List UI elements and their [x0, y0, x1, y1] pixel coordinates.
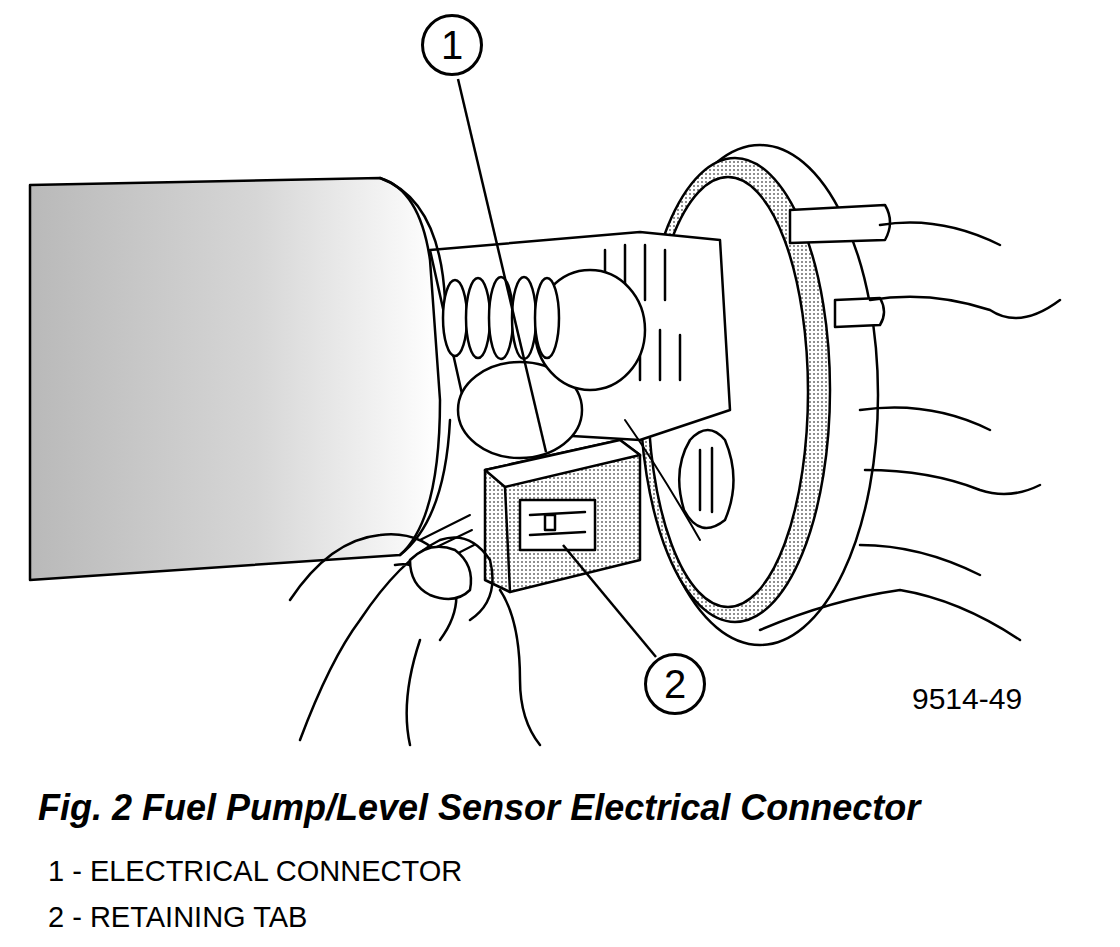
figure-caption: Fig. 2 Fuel Pump/Level Sensor Electrical… — [38, 788, 920, 828]
pump-cylinder — [30, 178, 440, 580]
hand — [760, 223, 1060, 641]
leader-line — [458, 79, 546, 452]
figure-number: 9514-49 — [912, 682, 1022, 715]
legend-entry: 1 - ELECTRICAL CONNECTOR — [48, 856, 462, 888]
legend-entry: 2 - RETAINING TAB — [48, 902, 307, 934]
leader-lines — [458, 79, 656, 657]
spring — [443, 277, 559, 359]
callout-circle: 2 — [644, 653, 706, 715]
callout-number: 2 — [664, 664, 686, 704]
callout-circle: 1 — [421, 14, 483, 76]
hand — [290, 534, 540, 745]
leader-line — [563, 545, 656, 657]
callout-number: 1 — [441, 25, 463, 65]
sensor-plug — [679, 430, 733, 528]
fuel-tube — [790, 205, 890, 243]
fuel-pump-illustration — [0, 0, 1120, 760]
